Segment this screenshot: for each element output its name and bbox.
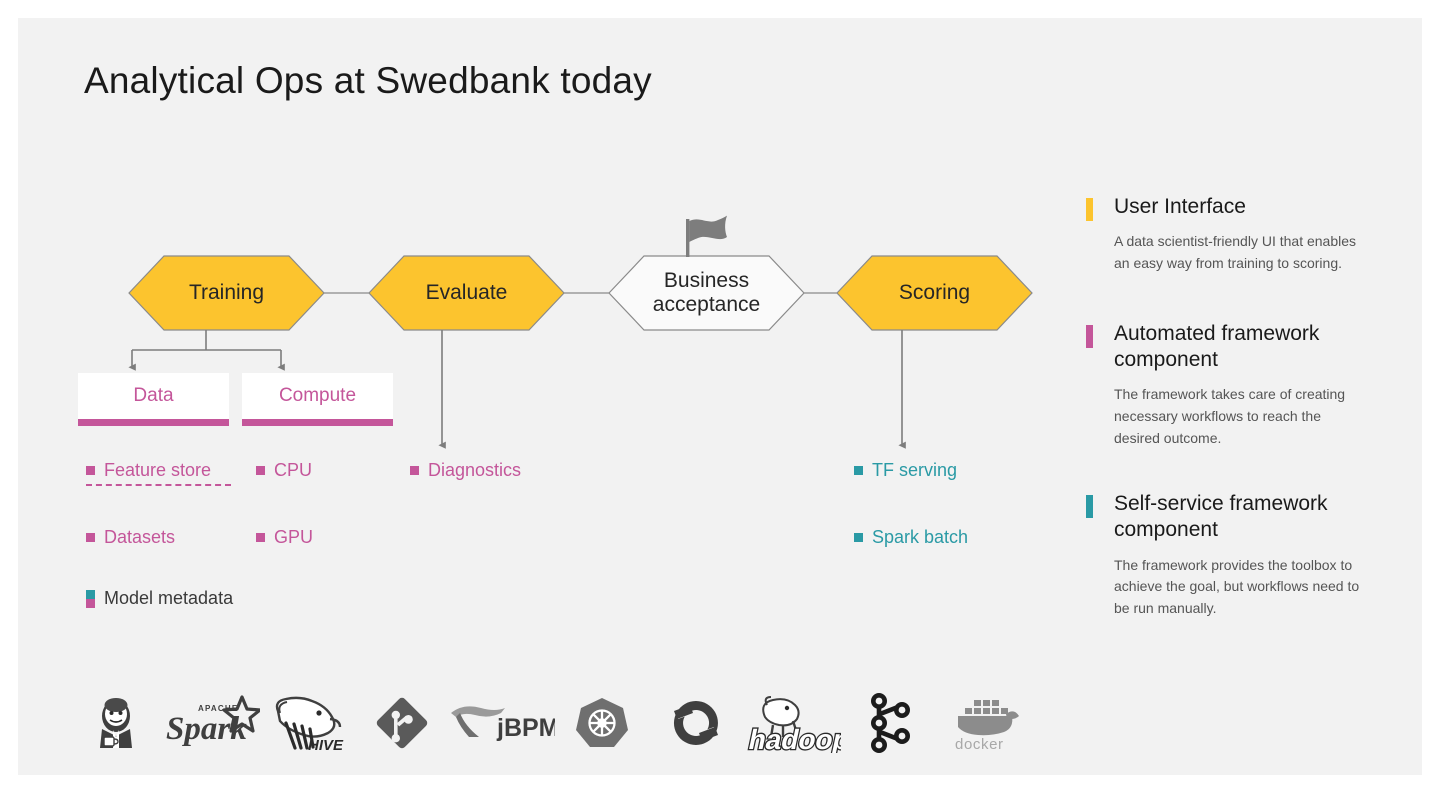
stage-label-line1: Business bbox=[663, 268, 750, 292]
bullet-marker-icon bbox=[854, 466, 863, 475]
svg-text:HIVE: HIVE bbox=[308, 737, 344, 753]
bullet-cpu[interactable]: CPU bbox=[256, 460, 312, 481]
apache-spark-logo-icon: Spark APACHE bbox=[164, 686, 261, 760]
legend-title: User Interface bbox=[1114, 195, 1246, 218]
stage-label: Evaluate bbox=[425, 280, 508, 304]
bullet-label: Feature store bbox=[104, 460, 212, 480]
git-logo-icon bbox=[355, 686, 449, 760]
jbpm-logo-icon: jBPM bbox=[449, 686, 555, 760]
jenkins-logo-icon bbox=[70, 686, 164, 760]
legend-color-swatch bbox=[1086, 495, 1093, 519]
bullet-marker-icon bbox=[256, 466, 265, 475]
bullet-label: GPU bbox=[274, 527, 314, 547]
bullet-model-metadata[interactable]: Model metadata bbox=[86, 588, 233, 609]
bullet-datasets[interactable]: Datasets bbox=[86, 527, 175, 548]
legend-description: The framework provides the toolbox to ac… bbox=[1114, 556, 1360, 617]
bullet-label: CPU bbox=[274, 460, 313, 480]
legend-title: Self-service framework component bbox=[1114, 492, 1328, 542]
bullet-marker-icon bbox=[410, 466, 419, 475]
bullet-marker-icon bbox=[86, 533, 95, 542]
svg-text:APACHE: APACHE bbox=[198, 704, 238, 713]
legend-description: A data scientist-friendly UI that enable… bbox=[1114, 233, 1357, 271]
bullet-gpu[interactable]: GPU bbox=[256, 527, 313, 548]
subbox-label: Data bbox=[133, 385, 174, 406]
subbox-data[interactable]: Data bbox=[78, 373, 229, 426]
bullet-tf-serving[interactable]: TF serving bbox=[854, 460, 957, 481]
stage-label: Scoring bbox=[898, 280, 971, 304]
legend-color-swatch bbox=[1086, 198, 1093, 221]
legend-panel: User Interface A data scientist-friendly… bbox=[1086, 194, 1386, 648]
bullet-label: TF serving bbox=[872, 460, 958, 480]
docker-logo-icon: docker bbox=[936, 686, 1030, 760]
legend-title: Automated framework component bbox=[1114, 321, 1320, 371]
bullet-diagnostics[interactable]: Diagnostics bbox=[410, 460, 521, 481]
bullet-feature-store[interactable]: Feature store bbox=[86, 460, 211, 481]
page-title: Analytical Ops at Swedbank today bbox=[84, 60, 652, 101]
hexagon-label-evaluate[interactable]: Evaluate bbox=[369, 256, 564, 330]
bullet-label: Datasets bbox=[104, 527, 176, 547]
bullet-label: Diagnostics bbox=[428, 460, 522, 480]
flag-icon bbox=[686, 215, 727, 257]
legend-description: The framework takes care of creating nec… bbox=[1114, 386, 1346, 446]
svg-text:hadoop: hadoop bbox=[746, 723, 841, 753]
subbox-label: Compute bbox=[278, 385, 357, 406]
legend-item-automated-framework-component[interactable]: Automated framework component The framew… bbox=[1086, 321, 1386, 450]
subbox-compute[interactable]: Compute bbox=[242, 373, 393, 426]
svg-text:jBPM: jBPM bbox=[496, 714, 555, 742]
stage-label-line2: acceptance bbox=[652, 293, 761, 316]
hadoop-logo-icon: hadoop bbox=[743, 686, 841, 760]
apache-kafka-logo-icon bbox=[841, 686, 935, 760]
legend-color-swatch bbox=[1086, 324, 1093, 348]
hexagon-label-scoring[interactable]: Scoring bbox=[837, 256, 1032, 330]
apache-hive-logo-icon: HIVE bbox=[260, 686, 354, 760]
hexagon-label-business-acceptance[interactable]: Business acceptance bbox=[609, 256, 804, 330]
openshift-logo-icon bbox=[649, 686, 743, 760]
bullet-marker-icon bbox=[86, 589, 95, 608]
bullet-marker-icon bbox=[854, 533, 863, 542]
hexagon-label-training[interactable]: Training bbox=[129, 256, 324, 330]
connector-training-children bbox=[128, 330, 285, 371]
legend-item-user-interface[interactable]: User Interface A data scientist-friendly… bbox=[1086, 194, 1386, 275]
bullet-marker-icon bbox=[86, 466, 95, 475]
legend-item-self-service-framework-component[interactable]: Self-service framework component The fra… bbox=[1086, 491, 1386, 620]
technology-logo-strip: Spark APACHE HIVE bbox=[70, 686, 1030, 760]
svg-text:docker: docker bbox=[955, 736, 1004, 752]
feature-store-underline bbox=[86, 484, 231, 486]
slide-canvas: Analytical Ops at Swedbank today bbox=[18, 18, 1422, 775]
bullet-label: Model metadata bbox=[104, 588, 234, 608]
bullet-spark-batch[interactable]: Spark batch bbox=[854, 527, 968, 548]
bullet-label: Spark batch bbox=[872, 527, 969, 547]
bullet-marker-icon bbox=[256, 533, 265, 542]
kubernetes-logo-icon bbox=[555, 686, 649, 760]
stage-label: Training bbox=[188, 280, 265, 304]
